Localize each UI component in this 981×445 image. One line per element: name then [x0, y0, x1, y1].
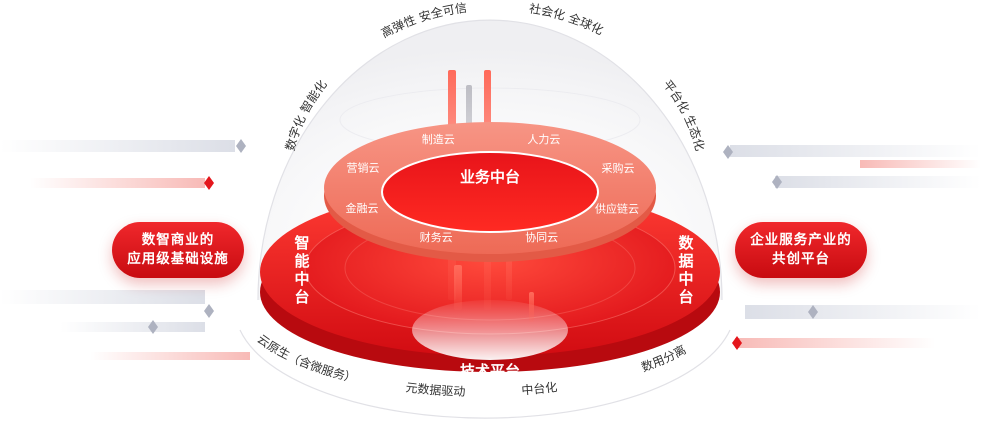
intelligence-band-char: 能	[294, 252, 309, 270]
left-callout-line1: 数智商业的	[141, 232, 215, 248]
ring-item-label: 制造云	[422, 132, 455, 146]
ring-item-label: 营销云	[347, 160, 380, 174]
ring-item-label: 协同云	[525, 230, 558, 244]
intelligence-band-char: 智	[294, 234, 309, 252]
data-band-char: 中	[678, 270, 693, 288]
svg-text:元数据驱动: 元数据驱动	[405, 380, 466, 398]
right-callout-line2: 共创平台	[772, 251, 830, 267]
business-platform-title: 业务中台	[460, 168, 520, 186]
data-band-char: 据	[678, 252, 693, 270]
intelligence-band-char: 台	[294, 288, 309, 306]
ring-item-label: 财务云	[420, 230, 453, 244]
business-ring	[324, 122, 656, 262]
ring-item-label: 人力云	[527, 133, 560, 146]
ring-item-label: 采购云	[602, 161, 635, 175]
data-band-char: 台	[678, 288, 693, 306]
svg-text:中台化: 中台化	[521, 380, 558, 397]
outer-label: 元数据驱动	[405, 380, 466, 398]
outer-label: 中台化	[521, 380, 558, 397]
data-band-char: 数	[678, 234, 694, 252]
ring-item-label: 供应链云	[595, 202, 639, 216]
intelligence-band: 智 能 中 台	[294, 234, 309, 306]
data-band: 数 据 中 台	[678, 234, 694, 306]
right-callout: 企业服务产业的 共创平台	[735, 222, 867, 278]
ring-item-label: 金融云	[346, 201, 379, 215]
left-callout: 数智商业的 应用级基础设施	[112, 222, 244, 278]
intelligence-band-char: 中	[294, 270, 309, 288]
technology-platform-title: 技术平台	[460, 362, 520, 380]
left-streaks	[0, 139, 250, 360]
right-callout-line1: 企业服务产业的	[750, 232, 852, 248]
left-callout-line2: 应用级基础设施	[127, 251, 229, 267]
right-streaks	[723, 145, 981, 350]
